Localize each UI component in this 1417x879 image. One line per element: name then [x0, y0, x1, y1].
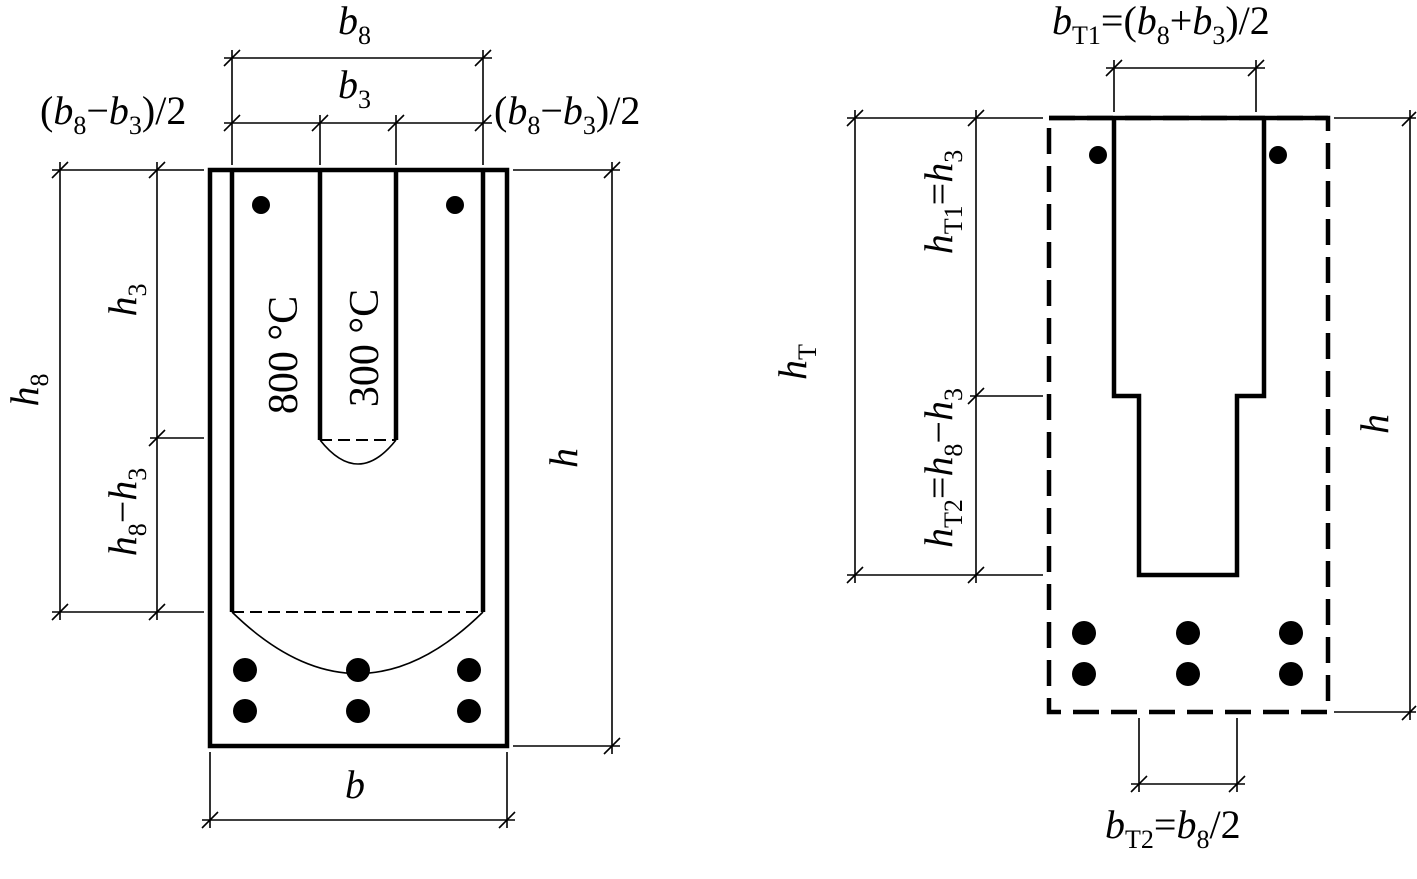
temp-label-300: 300 °C [342, 289, 388, 407]
dim-hT1: hT1=h3 [916, 150, 968, 254]
svg-text:h8: h8 [2, 374, 54, 407]
rebar-bottom [1176, 662, 1200, 686]
left-beam-outline [207, 167, 510, 749]
dim-side-left: (b8−b3)/2 [40, 88, 186, 140]
svg-text:h: h [1352, 414, 1397, 434]
dim-side-right: (b8−b3)/2 [494, 88, 640, 140]
dim-bT2: bT2=b8/2 [1105, 718, 1246, 854]
rebar-bottom [457, 658, 481, 682]
dim-hT: hT [770, 109, 1043, 584]
dim-hT2: hT2=h8−h3 [916, 388, 968, 548]
rebar-bottom [346, 699, 370, 723]
rebar-bottom [1072, 621, 1096, 645]
rebar-bottom [1279, 621, 1303, 645]
dim-b8: b8 [223, 0, 492, 165]
dim-h8-minus-h3: h8−h3 [100, 468, 152, 557]
right-section: bT1=(b8+b3)/2 bT2=b8/2 h [770, 0, 1417, 854]
rebar-top-left [252, 196, 270, 214]
rebar-bottom [346, 658, 370, 682]
rebar-top-left [1089, 146, 1107, 164]
dim-hT1-hT2 [967, 109, 1043, 584]
svg-text:b8: b8 [338, 0, 371, 50]
svg-text:bT2=b8/2: bT2=b8/2 [1105, 802, 1241, 854]
dim-bT1: bT1=(b8+b3)/2 [1052, 0, 1270, 112]
temp-label-800: 800 °C [261, 296, 307, 414]
rebar-bottom [457, 699, 481, 723]
svg-text:b: b [345, 762, 365, 807]
rebar-bottom [1176, 621, 1200, 645]
rebar-bottom [1279, 662, 1303, 686]
dim-h-left: h [513, 161, 621, 755]
svg-text:hT: hT [770, 344, 822, 380]
isotherm-800-boundary [229, 170, 486, 612]
isotherm-300-boundary [317, 170, 399, 440]
svg-text:bT1=(b8+b3)/2: bT1=(b8+b3)/2 [1052, 0, 1270, 50]
dim-b: b [201, 752, 516, 829]
rebar-bottom [233, 699, 257, 723]
svg-text:b3: b3 [338, 62, 371, 114]
equivalent-t-section [1111, 118, 1267, 578]
svg-text:h3: h3 [100, 284, 152, 317]
dim-h3: h3 [100, 161, 204, 621]
rebar-bottom [233, 658, 257, 682]
rebar-bottom [1072, 662, 1096, 686]
dim-b3: b3 [223, 62, 492, 165]
svg-text:h: h [541, 448, 586, 468]
left-section: 800 °C 300 °C b8 b3 (b8−b3)/2 (b8−b3) [2, 0, 640, 829]
dim-h8: h8 [2, 161, 204, 621]
rebar-top-right [446, 196, 464, 214]
dim-h-right: h [1334, 110, 1417, 721]
rebar-top-right [1269, 146, 1287, 164]
isotherm-300-arc [319, 439, 397, 465]
